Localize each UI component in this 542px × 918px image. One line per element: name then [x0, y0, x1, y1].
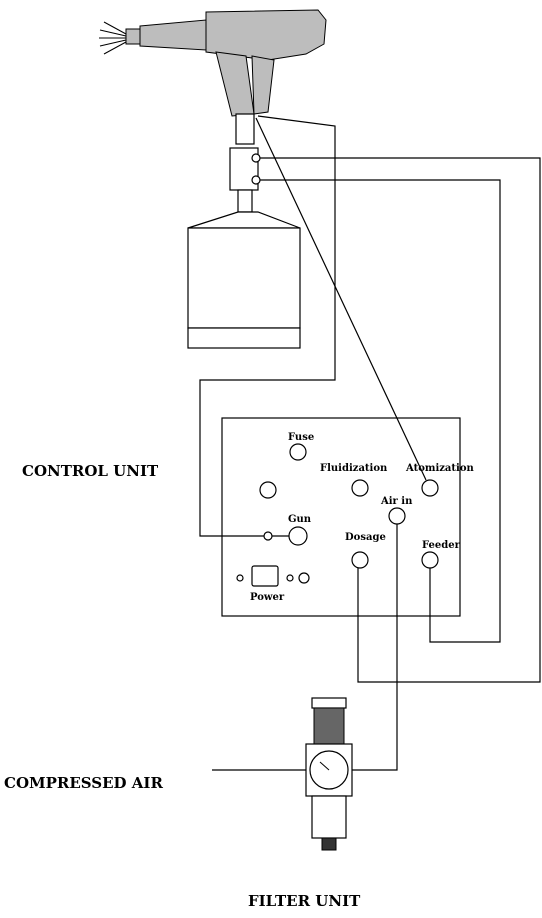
container-lid — [187, 211, 301, 229]
filter-top-body — [313, 707, 345, 745]
air-in-port — [388, 507, 406, 525]
fluidization-label: Fluidization — [320, 463, 388, 474]
compressed-air-label: COMPRESSED AIR — [4, 774, 163, 792]
power-screw-left — [236, 574, 244, 582]
injector-port-bottom — [251, 175, 261, 185]
powder-container — [187, 211, 301, 349]
control-unit-panel — [221, 417, 461, 617]
atomization-port — [421, 479, 439, 497]
injector-neck — [237, 189, 253, 213]
gun-label: Gun — [288, 514, 312, 525]
power-connector — [251, 565, 279, 587]
power-socket — [236, 565, 310, 587]
feeder-port — [421, 551, 439, 569]
container-body — [187, 227, 301, 329]
filter-bowl — [311, 795, 347, 839]
container-base — [187, 327, 301, 349]
power-screw-right — [286, 574, 294, 582]
gun-body — [205, 9, 327, 61]
dosage-hose-line — [260, 157, 541, 683]
spray-nozzle-mist — [99, 21, 127, 55]
gun-nozzle — [125, 28, 141, 45]
filter-unit — [305, 697, 353, 851]
dosage-label: Dosage — [345, 532, 386, 543]
gun-barrel — [139, 19, 207, 51]
air-in-label: Air in — [380, 496, 413, 507]
control-unit-label: CONTROL UNIT — [22, 462, 159, 480]
fluidization-port — [351, 479, 369, 497]
gun-handle — [215, 51, 255, 117]
fuse-label: Fuse — [288, 432, 314, 443]
injector-port-top — [251, 153, 261, 163]
compressed-air-line — [346, 524, 398, 771]
filter-cap — [311, 697, 347, 709]
spray-gun — [99, 9, 327, 145]
gun-cable-connector — [235, 113, 255, 145]
fuse-port — [289, 443, 307, 461]
filter-drain — [321, 837, 337, 851]
gun-indicator-dot — [263, 531, 273, 541]
injector — [229, 147, 261, 213]
gun-trigger — [251, 55, 275, 115]
feeder-label: Feeder — [422, 540, 461, 551]
gun-port — [288, 526, 308, 546]
power-switch — [298, 572, 310, 584]
power-label: Power — [250, 592, 285, 603]
atomization-label: Atomization — [405, 463, 474, 474]
gauge-needle — [319, 761, 330, 771]
gun-cable-line — [199, 115, 336, 537]
filter-unit-label: FILTER UNIT — [248, 892, 361, 910]
unlabeled-port — [259, 481, 277, 499]
dosage-port — [351, 551, 369, 569]
atomization-hose-line — [255, 117, 427, 481]
